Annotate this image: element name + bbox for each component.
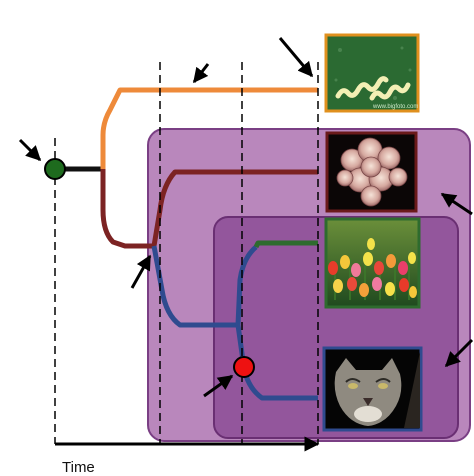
spiral-bacterium-2: [369, 82, 411, 101]
root-node: [44, 158, 66, 180]
arrow-outer-clade: [440, 192, 473, 216]
time-markers: [54, 62, 319, 444]
spiral-bacterium-1: [335, 76, 389, 99]
watermark: www.bigfoto.com: [372, 104, 418, 110]
spore-cluster-image: [325, 131, 418, 213]
arrow-present: [278, 37, 314, 78]
bacteria-image: www.bigfoto.com: [324, 33, 420, 113]
arrow-root-node: [18, 138, 42, 162]
cougar-image: [322, 346, 423, 432]
cougar-head: [334, 358, 402, 426]
blue-branch: [151, 245, 238, 328]
green-branch: [253, 240, 318, 249]
arrow-maroon-split: [130, 254, 152, 289]
maroon-branch: [100, 169, 154, 249]
blue-to-green-branch: [235, 245, 258, 326]
arrow-orange-branch: [192, 63, 210, 84]
split-node: [233, 356, 255, 378]
tulip-field-image: [324, 217, 421, 309]
orange-branch: [100, 87, 318, 169]
arrow-inner-clade: [444, 338, 474, 368]
pointer-arrows: [18, 37, 474, 398]
time-axis-label: Time: [62, 459, 95, 476]
arrow-split-node: [203, 374, 234, 398]
